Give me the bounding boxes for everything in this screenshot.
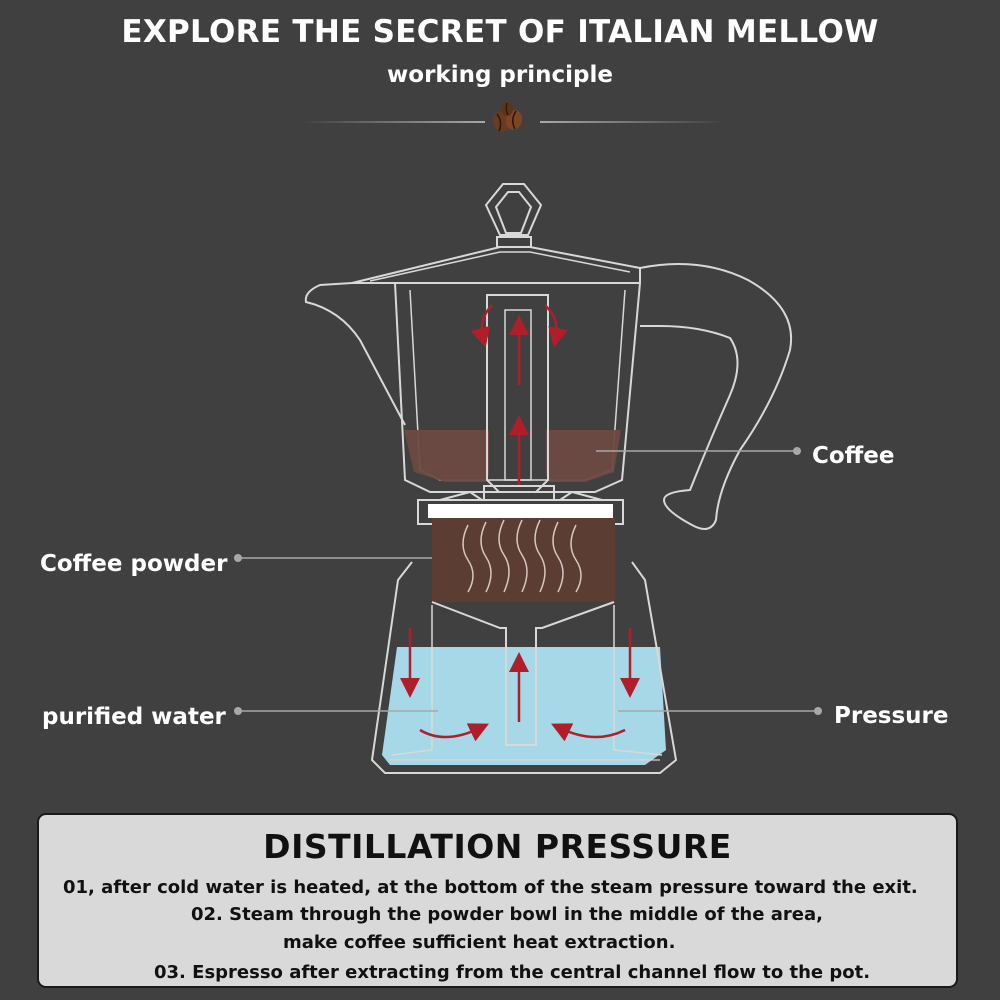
moka-pot-diagram — [234, 183, 822, 774]
upper-chamber — [394, 282, 641, 493]
pot-lid — [351, 246, 641, 284]
label-pressure: Pressure — [834, 703, 949, 729]
central-column — [486, 294, 549, 493]
decor-line-left — [300, 121, 485, 123]
label-coffee: Coffee — [812, 443, 895, 469]
step-line-1: 01, after cold water is heated, at the b… — [63, 877, 918, 898]
info-panel: DISTILLATION PRESSURE 01, after cold wat… — [37, 813, 958, 988]
page-subtitle: working principle — [387, 62, 613, 88]
coffee-liquid — [404, 430, 489, 482]
step-line-4: 03. Espresso after extracting from the c… — [154, 962, 871, 983]
coffee-liquid-right — [546, 430, 621, 482]
leader-lines — [234, 447, 822, 715]
step-line-3: make coffee sufficient heat extraction. — [283, 932, 676, 953]
panel-title: DISTILLATION PRESSURE — [263, 827, 732, 866]
purified-water — [382, 647, 666, 765]
flow-arrows — [400, 304, 640, 742]
pot-spout — [304, 282, 406, 426]
step-line-2: 02. Steam through the powder bowl in the… — [191, 904, 823, 925]
coffee-powder-basket — [432, 518, 615, 602]
pot-handle — [639, 263, 793, 530]
label-coffee-powder: Coffee powder — [40, 551, 228, 577]
decor-line-right — [540, 121, 725, 123]
funnel-stem — [431, 601, 615, 746]
page-title: EXPLORE THE SECRET OF ITALIAN MELLOW — [121, 14, 879, 50]
lid-knob — [484, 183, 543, 248]
coffee-beans-icon — [492, 102, 523, 132]
seal-ring — [417, 485, 624, 525]
label-purified-water: purified water — [42, 704, 226, 730]
